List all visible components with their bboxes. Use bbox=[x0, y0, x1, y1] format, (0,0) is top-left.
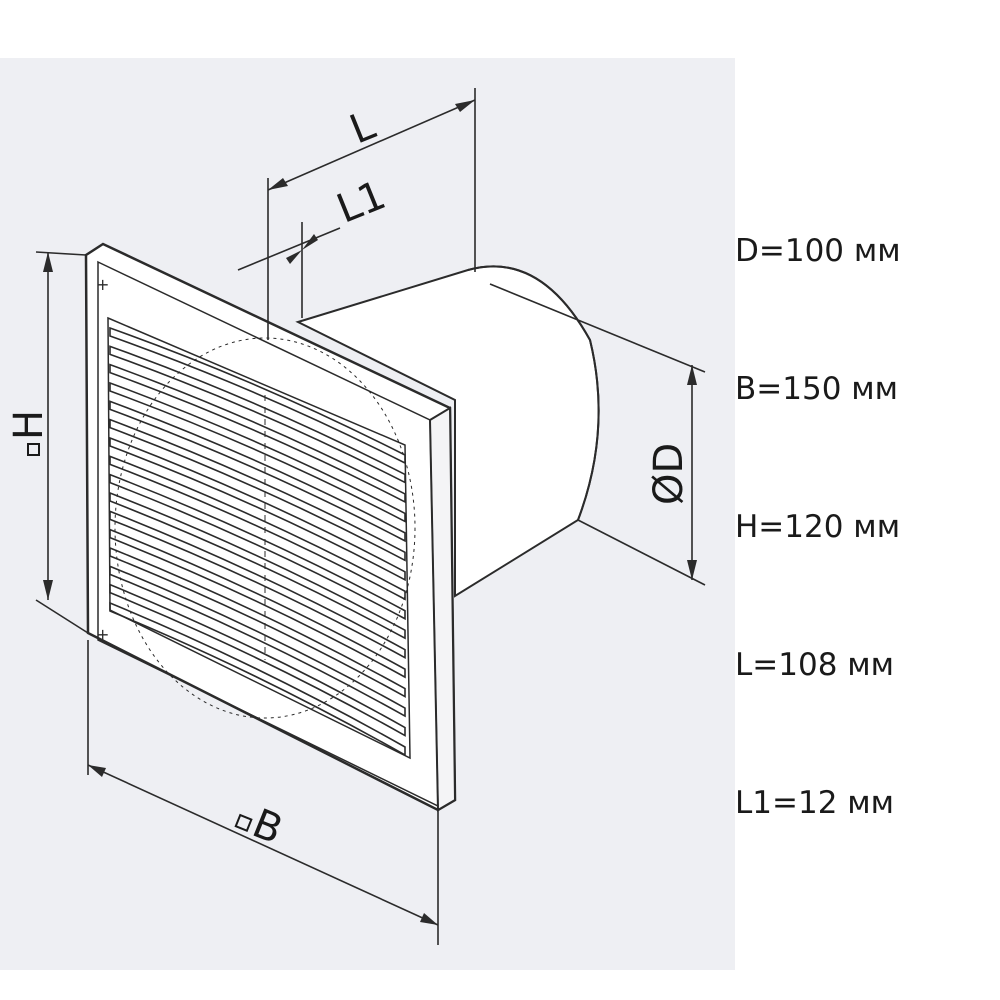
grille-slat bbox=[109, 381, 406, 523]
dimension-lines bbox=[35, 88, 706, 945]
label-H: H bbox=[6, 410, 52, 440]
spec-L1: L1=12 мм bbox=[735, 785, 895, 821]
grille-slat bbox=[109, 601, 406, 757]
grille-slat bbox=[109, 400, 406, 543]
grille-slat bbox=[109, 546, 406, 698]
dim-B-line bbox=[87, 764, 439, 926]
label-H-group: H bbox=[6, 410, 52, 456]
dim-L-line bbox=[267, 99, 476, 191]
grille-slat bbox=[109, 473, 406, 621]
spec-B: B=150 мм bbox=[735, 371, 899, 407]
grille-slat bbox=[109, 565, 406, 718]
panel-inner-frame bbox=[97, 260, 439, 808]
duct-cylinder bbox=[295, 265, 600, 598]
spec-L: L=108 мм bbox=[735, 647, 895, 683]
dim-L1-line bbox=[237, 227, 341, 271]
grille-slat bbox=[109, 436, 406, 582]
grille-slat bbox=[109, 363, 406, 504]
square-symbol-H bbox=[27, 443, 40, 456]
grille-slats bbox=[109, 326, 406, 757]
grille-slat bbox=[109, 455, 406, 601]
spec-D: D=100 мм bbox=[735, 233, 901, 269]
screw-mark-top: + bbox=[96, 275, 109, 294]
label-D: ØD bbox=[646, 443, 692, 505]
dimension-arrows bbox=[43, 100, 697, 925]
grille-slat bbox=[109, 418, 406, 562]
grille-slat bbox=[109, 491, 406, 640]
grille-slat bbox=[109, 510, 406, 660]
front-panel: + + bbox=[84, 242, 457, 812]
grille-slat bbox=[109, 326, 406, 465]
grille-slat bbox=[109, 583, 406, 737]
grille-slat bbox=[109, 528, 406, 679]
impeller-outline bbox=[114, 337, 416, 719]
spec-H: H=120 мм bbox=[735, 509, 901, 545]
screw-mark-bottom: + bbox=[96, 625, 109, 644]
square-symbol-B bbox=[234, 813, 253, 832]
fan-diagram: + + bbox=[0, 58, 735, 970]
grille-slat bbox=[109, 345, 406, 484]
